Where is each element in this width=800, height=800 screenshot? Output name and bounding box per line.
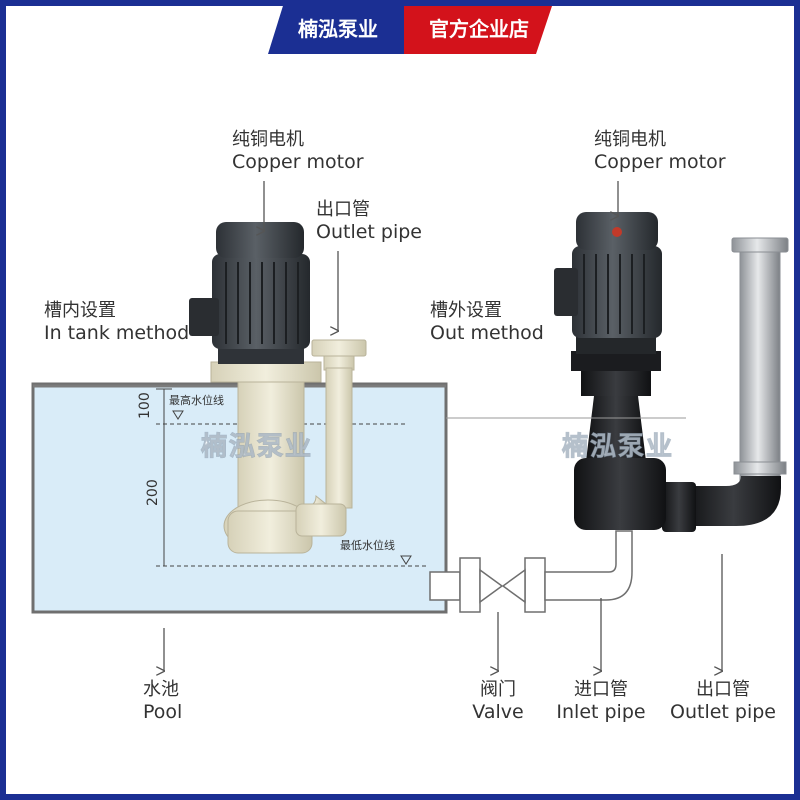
outlet-pipe-zh: 出口管 <box>696 679 750 700</box>
in-tank-outlet-zh: 出口管 <box>316 199 370 220</box>
out-tank-method-en: Out method <box>430 321 544 344</box>
outlet-pipe-label: 出口管 Outlet pipe <box>662 679 784 723</box>
in-tank-motor-zh: 纯铜电机 <box>232 129 304 150</box>
out-tank-motor-zh: 纯铜电机 <box>594 129 666 150</box>
valve-label: 阀门 Valve <box>458 679 538 723</box>
dimension-lines <box>156 388 426 567</box>
leader-lines <box>164 181 722 671</box>
in-tank-outlet-label: 出口管 Outlet pipe <box>316 199 422 243</box>
valve-en: Valve <box>472 700 524 723</box>
out-tank-motor-en: Copper motor <box>594 150 726 173</box>
watermark-right: 楠泓泵业 <box>561 432 675 463</box>
in-tank-method-label: 槽内设置 In tank method <box>44 300 189 344</box>
watermark-left: 楠泓泵业 <box>200 432 314 463</box>
outlet-pipe-en: Outlet pipe <box>670 700 776 723</box>
out-tank-method-zh: 槽外设置 <box>430 300 502 321</box>
max-water-level: 最高水位线 <box>169 394 224 407</box>
out-tank-pump <box>554 212 789 532</box>
pump-diagram <box>31 181 789 800</box>
in-tank-outlet-en: Outlet pipe <box>316 220 422 243</box>
store-banner: 官方企业店 <box>404 6 554 54</box>
min-water-level: 最低水位线 <box>340 539 395 552</box>
in-tank-pump <box>189 222 367 554</box>
out-tank-method-label: 槽外设置 Out method <box>430 300 544 344</box>
dimension-100: 100 <box>137 392 153 419</box>
pool-en: Pool <box>143 700 183 723</box>
inlet-pipe-en: Inlet pipe <box>556 700 646 723</box>
in-tank-method-zh: 槽内设置 <box>44 300 116 321</box>
brand-banner: 楠泓泵业 <box>268 6 408 54</box>
in-tank-motor-label: 纯铜电机 Copper motor <box>232 129 364 173</box>
pool-zh: 水池 <box>143 679 179 700</box>
out-tank-motor-label: 纯铜电机 Copper motor <box>594 129 726 173</box>
in-tank-method-en: In tank method <box>44 321 190 344</box>
dimension-200: 200 <box>145 479 161 506</box>
inlet-pipe-label: 进口管 Inlet pipe <box>546 679 656 723</box>
in-tank-motor-en: Copper motor <box>232 150 364 173</box>
inlet-pipe <box>429 530 633 613</box>
pool-label: 水池 Pool <box>143 679 182 723</box>
inlet-pipe-zh: 进口管 <box>574 679 628 700</box>
brand-name: 楠泓泵业 <box>298 16 378 41</box>
store-name: 官方企业店 <box>429 16 529 41</box>
valve-zh: 阀门 <box>480 679 516 700</box>
